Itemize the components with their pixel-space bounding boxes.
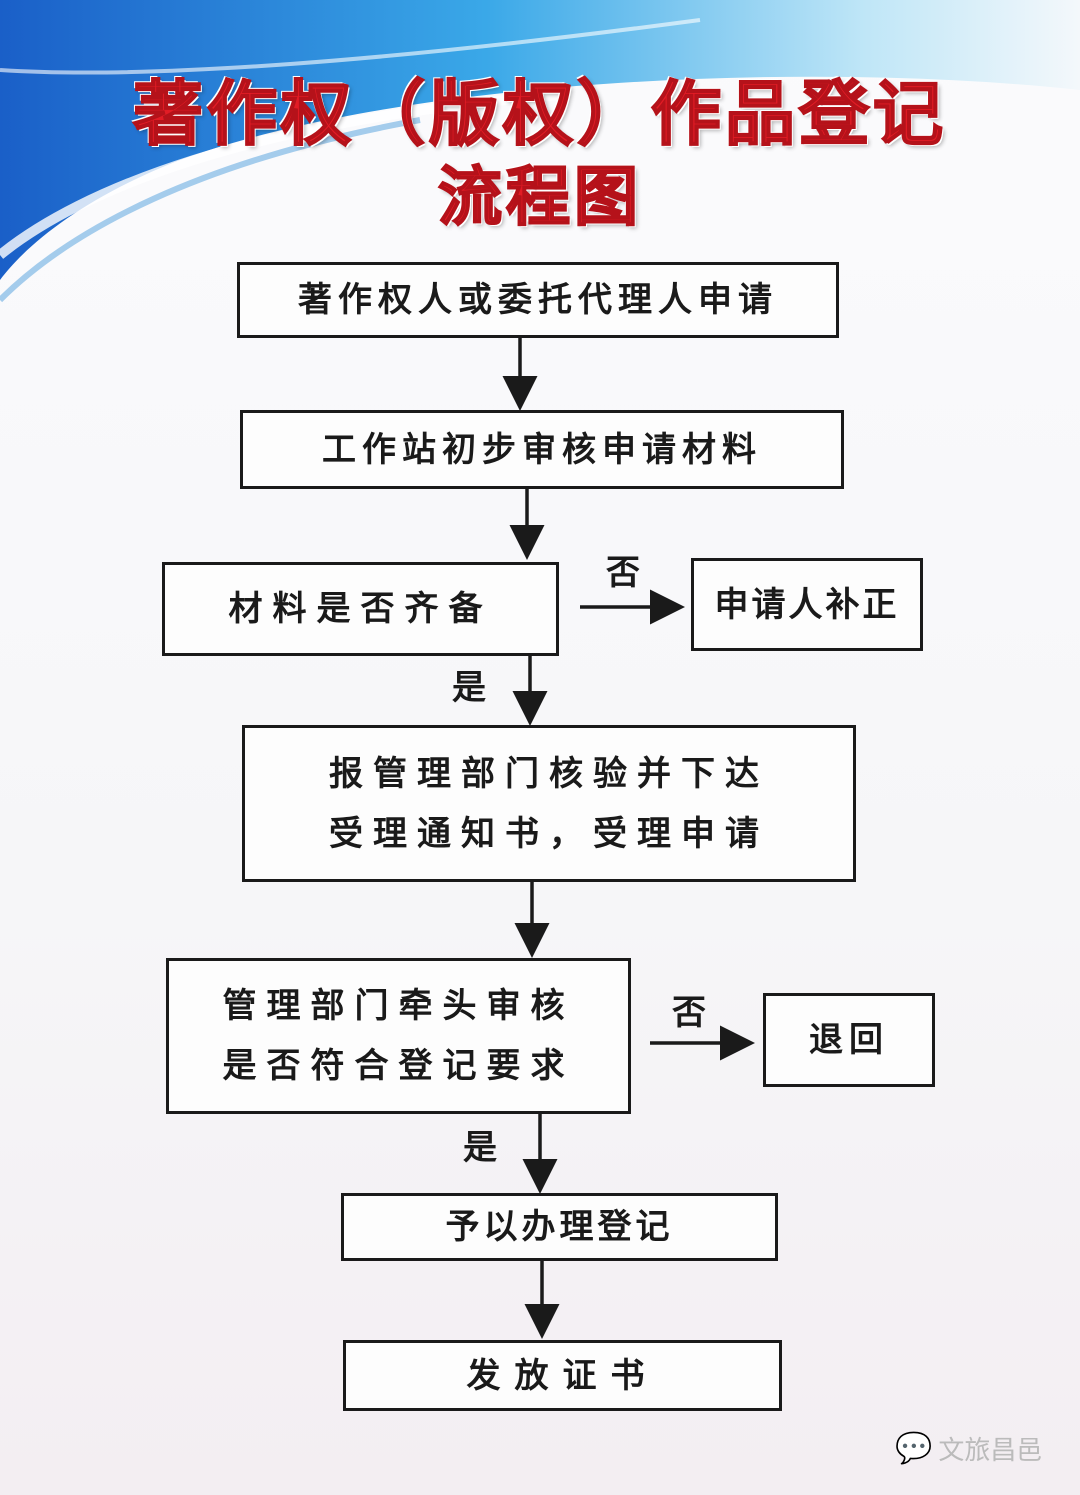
step-issue-text: 发放证书 [466, 1355, 659, 1396]
step-supplement-text: 申请人补正 [714, 584, 900, 625]
banner-background [0, 0, 1080, 303]
step-report-line-1: 报管理部门核验并下达 [329, 753, 769, 794]
title-line-1: 著作权（版权）作品登记 [132, 72, 947, 156]
step-supplement: 申请人补正 [691, 558, 923, 651]
header-banner [0, 0, 1080, 330]
label-yes-2: 是 [463, 1128, 497, 1168]
step-apply-text: 著作权人或委托代理人申请 [298, 280, 778, 320]
decision-materials-complete: 材料是否齐备 [162, 562, 559, 656]
decision-materials-text: 材料是否齐备 [228, 589, 493, 629]
label-yes-1: 是 [452, 668, 486, 708]
step-issue: 发放证书 [343, 1340, 782, 1411]
step-register-text: 予以办理登记 [445, 1207, 674, 1247]
decision-dept-review: 管理部门牵头审核 是否符合登记要求 [166, 958, 631, 1114]
step-return-text: 退回 [809, 1020, 889, 1060]
watermark: 💬 文旅昌邑 [895, 1430, 1042, 1467]
dept-review-line-1: 管理部门牵头审核 [222, 986, 575, 1026]
step-report-line-2: 受理通知书，受理申请 [329, 813, 769, 854]
title-line-2: 流程图 [437, 160, 642, 236]
step-register: 予以办理登记 [341, 1193, 778, 1261]
step-report: 报管理部门核验并下达 受理通知书，受理申请 [242, 725, 856, 882]
label-no-1: 否 [606, 553, 640, 593]
wechat-icon: 💬 [895, 1431, 933, 1466]
label-no-2: 否 [672, 993, 706, 1033]
watermark-text: 文旅昌邑 [938, 1436, 1043, 1466]
step-apply: 著作权人或委托代理人申请 [237, 262, 839, 338]
step-initial-review: 工作站初步审核申请材料 [240, 410, 844, 489]
step-initial-review-text: 工作站初步审核申请材料 [322, 429, 762, 470]
dept-review-line-2: 是否符合登记要求 [222, 1046, 575, 1086]
step-return: 退回 [763, 993, 935, 1087]
